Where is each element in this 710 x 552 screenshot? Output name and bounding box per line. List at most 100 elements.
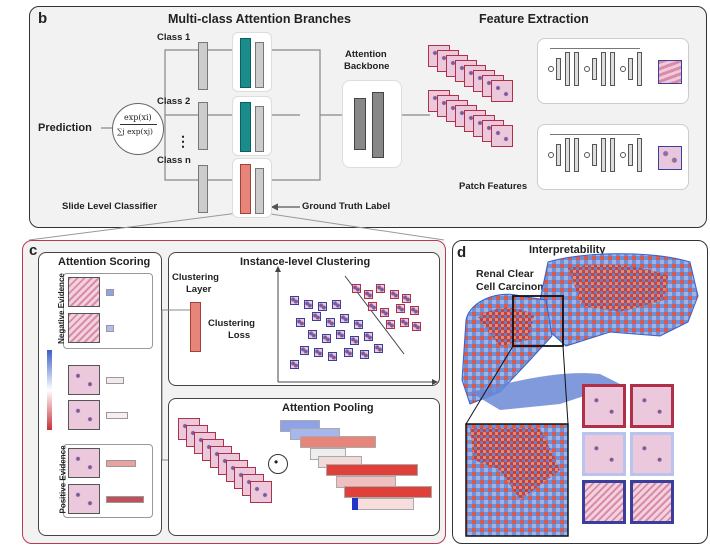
branch-1-teal-bar xyxy=(240,38,251,88)
patch-features-label: Patch Features xyxy=(459,181,528,192)
tissue-label-2: Cell Carcinoma xyxy=(476,281,553,293)
cluster-point-negative xyxy=(354,320,363,329)
clustering-layer-label-1: Clustering xyxy=(172,272,219,283)
cluster-point-negative xyxy=(364,332,373,341)
cluster-point-negative xyxy=(304,300,313,309)
cluster-point-positive xyxy=(352,284,361,293)
resnet-layer xyxy=(565,138,570,172)
attention-weighted-bar xyxy=(300,436,376,448)
cluster-point-positive xyxy=(410,306,419,315)
clustering-layer-label-2: Layer xyxy=(186,284,212,295)
attention-colorbar xyxy=(47,350,52,430)
resnet-layer xyxy=(556,58,561,80)
pooling-dot-circle xyxy=(268,454,288,474)
resnet-layer xyxy=(610,52,615,86)
evidence-patch xyxy=(68,400,100,430)
cluster-point-negative xyxy=(290,360,299,369)
resnet-layer xyxy=(610,138,615,172)
cluster-point-negative xyxy=(312,312,321,321)
cluster-point-negative xyxy=(326,318,335,327)
cluster-point-positive xyxy=(396,304,405,313)
branch-1-gray-out xyxy=(255,42,264,88)
interpretability-patch xyxy=(630,384,674,428)
branch-2-teal-bar xyxy=(240,102,251,152)
resnet-layer xyxy=(628,144,633,166)
residual-add-node xyxy=(620,152,626,158)
cluster-point-positive xyxy=(380,308,389,317)
attention-score-bar xyxy=(106,412,128,419)
cluster-point-positive xyxy=(376,284,385,293)
branch-2-box xyxy=(232,96,272,156)
attention-score-bar xyxy=(106,325,114,332)
class-1-label: Class 1 xyxy=(157,32,191,43)
resnet-skip-line xyxy=(550,134,640,138)
attention-score-bar xyxy=(106,496,144,503)
interpretability-title: Interpretability xyxy=(529,244,606,256)
prediction-label: Prediction xyxy=(38,122,92,134)
cluster-point-positive xyxy=(368,302,377,311)
cluster-point-positive xyxy=(402,294,411,303)
pooling-dot: • xyxy=(274,455,279,469)
branch-2-gray-bar xyxy=(198,102,208,150)
clustering-layer-bar xyxy=(190,302,201,352)
cluster-point-negative xyxy=(308,330,317,339)
branch-n-gray-bar xyxy=(198,165,208,213)
cluster-point-positive xyxy=(400,318,409,327)
panel-d-letter: d xyxy=(457,244,467,261)
evidence-patch xyxy=(68,313,100,343)
cluster-point-negative xyxy=(332,300,341,309)
residual-add-node xyxy=(584,66,590,72)
resnet-layer xyxy=(574,138,579,172)
attention-scoring-title: Attention Scoring xyxy=(58,256,151,268)
residual-add-node xyxy=(548,152,554,158)
feature-extraction-title: Feature Extraction xyxy=(479,12,589,26)
interpretability-patch xyxy=(630,480,674,524)
feature-patch xyxy=(491,80,513,102)
feature-patch xyxy=(491,125,513,147)
input-patch-top xyxy=(658,60,682,84)
cluster-point-negative xyxy=(340,314,349,323)
interpretability-patch xyxy=(582,432,626,476)
branch-n-box xyxy=(232,158,272,218)
attention-weighted-bar xyxy=(344,486,432,498)
evidence-patch xyxy=(68,484,100,514)
cluster-point-positive xyxy=(386,320,395,329)
branches-title: Multi-class Attention Branches xyxy=(168,12,351,26)
class-n-label: Class n xyxy=(157,155,191,166)
resnet-layer xyxy=(565,52,570,86)
cluster-point-negative xyxy=(336,330,345,339)
pooling-patch xyxy=(250,481,272,503)
cluster-point-negative xyxy=(360,350,369,359)
panel-b-letter: b xyxy=(38,10,48,27)
input-patch-bottom xyxy=(658,146,682,170)
backbone-bar-2 xyxy=(372,92,384,158)
clustering-loss-label-1: Clustering xyxy=(208,318,255,329)
cluster-point-positive xyxy=(364,290,373,299)
ground-truth-label: Ground Truth Label xyxy=(302,201,391,212)
interpretability-patch xyxy=(582,480,626,524)
attention-weighted-bar-accent xyxy=(352,498,358,510)
residual-add-node xyxy=(584,152,590,158)
class-2-label: Class 2 xyxy=(157,96,191,107)
resnet-skip-line xyxy=(550,48,640,52)
branch-2-gray-out xyxy=(255,106,264,152)
residual-add-node xyxy=(620,66,626,72)
branch-1-box xyxy=(232,32,272,92)
softmax-denominator: ∑j exp(xj) xyxy=(117,127,153,136)
tissue-label-1: Renal Clear xyxy=(476,268,534,280)
backbone-label-2: Backbone xyxy=(344,61,390,72)
attention-score-bar xyxy=(106,377,124,384)
cluster-point-negative xyxy=(314,348,323,357)
pooling-title: Attention Pooling xyxy=(282,402,374,414)
resnet-layer xyxy=(637,52,642,86)
softmax-fraction-bar xyxy=(120,124,157,125)
backbone-bar-1 xyxy=(354,98,366,150)
backbone-label-1: Attention xyxy=(345,49,387,60)
class-dots: ⋮ xyxy=(176,133,190,149)
softmax-numerator: exp(xi) xyxy=(124,113,152,122)
resnet-layer xyxy=(556,144,561,166)
cluster-point-negative xyxy=(374,344,383,353)
evidence-patch xyxy=(68,277,100,307)
negative-group-box xyxy=(63,273,153,349)
